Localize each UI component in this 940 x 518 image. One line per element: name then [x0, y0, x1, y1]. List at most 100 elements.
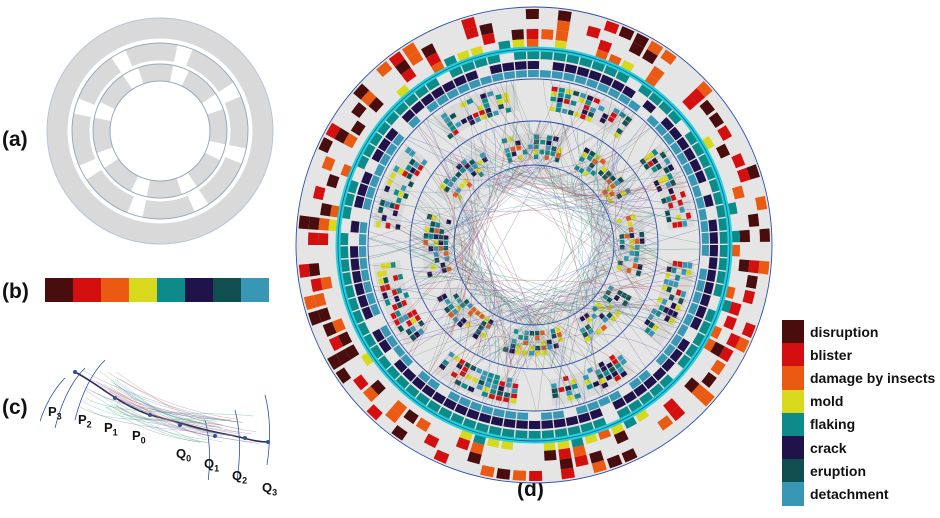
damage-cell: [606, 296, 613, 304]
edge-line: [560, 124, 652, 177]
damage-cell: [628, 399, 643, 413]
edge-line: [418, 125, 481, 205]
edge-line: [430, 324, 512, 376]
ring-outline: [92, 63, 228, 199]
damage-cell: [378, 278, 384, 285]
damage-cell: [366, 404, 383, 421]
damage-cell: [413, 331, 421, 339]
damage-cell: [661, 298, 668, 306]
edge-line: [462, 208, 504, 320]
panel-label-a: (a): [2, 128, 28, 151]
damage-cell: [617, 366, 625, 374]
damage-cell: [512, 470, 527, 481]
damage-cell: [443, 116, 451, 124]
damage-cell: [446, 88, 460, 100]
damage-cell: [681, 268, 687, 276]
damage-cell: [450, 371, 458, 379]
damage-cell: [464, 361, 471, 369]
damage-cell: [652, 367, 667, 381]
damage-cell: [574, 75, 587, 85]
ring-band: [92, 63, 227, 198]
damage-cell: [638, 369, 652, 383]
damage-cell: [440, 112, 448, 120]
damage-cell: [489, 64, 503, 75]
damage-cell: [361, 171, 373, 185]
damage-cell: [698, 320, 712, 335]
damage-cell: [423, 433, 440, 449]
damage-cell: [394, 203, 400, 210]
damage-cell: [491, 72, 504, 82]
edge-line: [502, 214, 609, 365]
damage-cell: [402, 42, 419, 58]
damage-cell: [464, 162, 471, 170]
damage-cell: [470, 170, 477, 177]
damage-cell: [644, 318, 651, 326]
damage-cell: [436, 94, 449, 106]
damage-cell: [496, 468, 511, 480]
damage-cell: [460, 382, 469, 390]
damage-cell: [612, 107, 621, 115]
damage-cell: [313, 292, 327, 308]
damage-cell: [377, 206, 384, 214]
hierarchy-arc: [234, 409, 240, 480]
damage-cell: [553, 418, 566, 428]
damage-cell: [667, 308, 674, 316]
damage-cell: [613, 430, 629, 445]
edge-line: [551, 154, 674, 324]
edge-line: [614, 123, 673, 338]
damage-cell: [495, 94, 502, 100]
damage-cell: [712, 191, 724, 206]
panel-label-c: (c): [2, 396, 28, 419]
damage-cell: [689, 316, 703, 331]
damage-cell: [515, 430, 528, 439]
damage-cell: [442, 80, 456, 93]
edge-line: [370, 215, 443, 228]
damage-cell: [322, 321, 337, 337]
edge-line: [447, 225, 480, 335]
damage-cell: [408, 158, 416, 166]
edge-line: [87, 408, 234, 436]
damage-cell: [699, 293, 711, 307]
damage-cell: [376, 61, 393, 78]
legend-item: flaking: [782, 412, 940, 436]
edge-line: [98, 393, 209, 443]
damage-cell: [502, 397, 510, 403]
damage-cell: [716, 270, 727, 285]
edge-line: [572, 157, 622, 191]
damage-cell: [421, 43, 437, 58]
damage-cell: [340, 246, 349, 259]
damage-cell: [591, 459, 607, 474]
damage-cell: [623, 390, 637, 404]
edge-line: [413, 120, 455, 276]
path-point: [73, 370, 77, 374]
damage-cell: [459, 166, 467, 174]
damage-cell: [528, 430, 541, 439]
damage-cell: [638, 84, 653, 98]
damage-cell: [613, 179, 621, 187]
ring-gap: [217, 81, 242, 104]
edge-line: [408, 172, 501, 355]
damage-cell: [676, 136, 690, 151]
damage-cell: [588, 70, 602, 82]
edge-line: [596, 140, 698, 277]
damage-cell: [447, 132, 454, 140]
edge-line: [453, 242, 643, 372]
damage-cell: [446, 266, 452, 272]
damage-cell: [660, 49, 677, 65]
damage-cell: [670, 194, 677, 201]
damage-cell: [558, 447, 572, 460]
legend-label: disruption: [810, 323, 879, 340]
damage-cell: [401, 170, 409, 178]
damage-cell: [409, 334, 417, 342]
edge-line: [490, 88, 589, 189]
damage-cell: [400, 353, 414, 367]
damage-cell: [675, 289, 682, 297]
edge-line: [455, 86, 487, 228]
damage-cell: [583, 147, 591, 154]
damage-cell: [298, 263, 311, 278]
damage-cell: [662, 132, 675, 146]
damage-cell: [479, 23, 494, 36]
damage-cell: [512, 383, 519, 389]
edge-line: [116, 388, 252, 435]
damage-cell: [684, 130, 698, 146]
